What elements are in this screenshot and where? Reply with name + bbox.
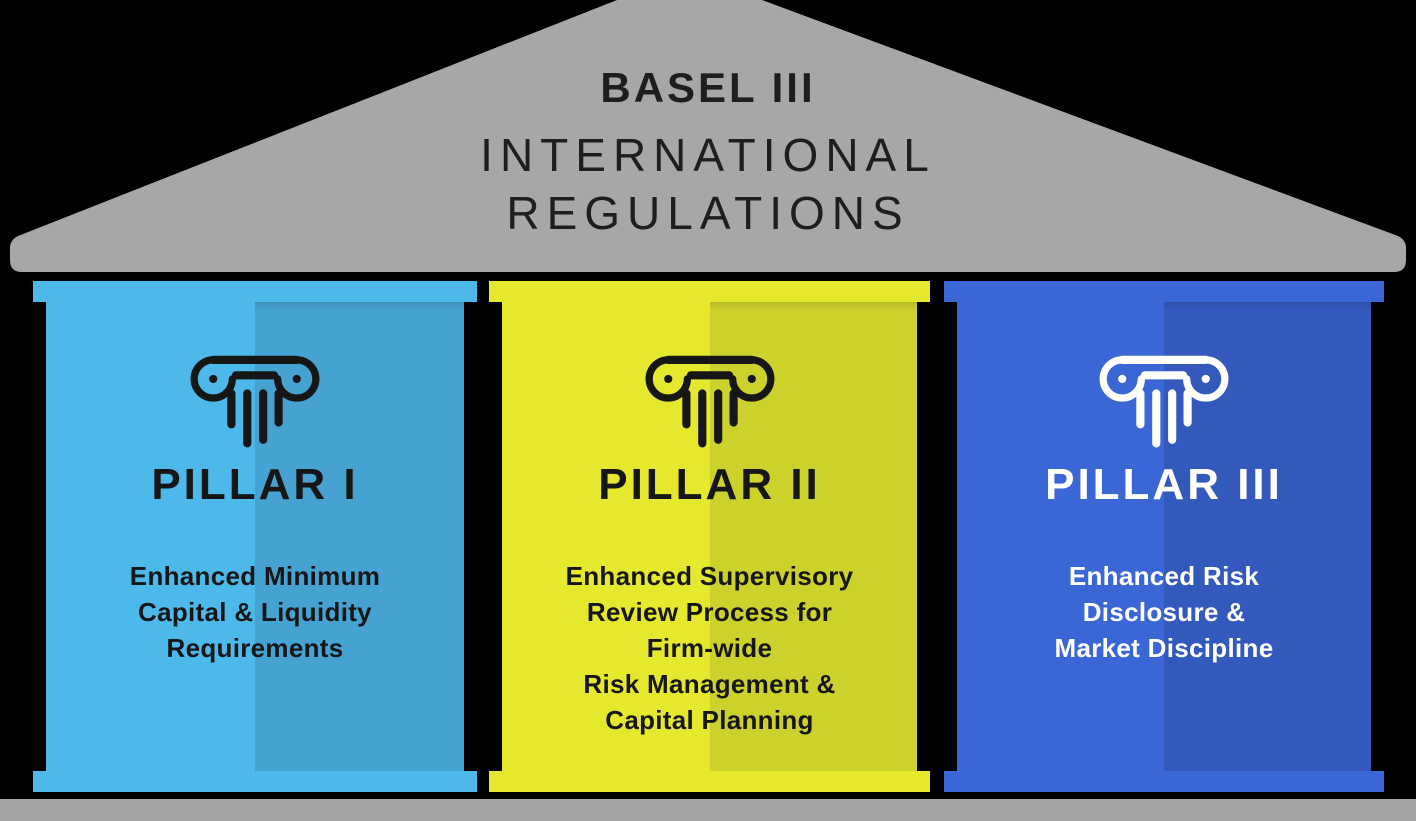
description-line: Disclosure &: [1082, 597, 1246, 627]
pillar-shaft-shade: [709, 302, 917, 771]
subtitle: INTERNATIONAL REGULATIONS: [0, 126, 1416, 242]
pillar-shaft-shade: [1164, 302, 1371, 771]
pillar-description: Enhanced Risk Disclosure & Market Discip…: [1055, 558, 1274, 666]
description-line: Risk Management &: [583, 669, 836, 699]
pillar-shaft: PILLAR III Enhanced Risk Disclosure & Ma…: [957, 302, 1371, 771]
pillar-cap: [944, 281, 1384, 302]
pillar-content: PILLAR III Enhanced Risk Disclosure & Ma…: [957, 302, 1371, 771]
pillar-content: PILLAR I Enhanced Minimum Capital & Liqu…: [46, 302, 464, 771]
pillar-shaft-shade: [255, 302, 464, 771]
subtitle-line: INTERNATIONAL: [480, 129, 936, 181]
pillar-base: [489, 771, 930, 792]
main-title: BASEL III: [600, 64, 816, 111]
description-line: Market Discipline: [1054, 633, 1274, 663]
roof-shape: [10, 0, 1406, 272]
description-line: Capital Planning: [605, 705, 814, 735]
pillar-description: Enhanced Minimum Capital & Liquidity Req…: [130, 558, 380, 666]
pillar-base: [33, 771, 477, 792]
description-line: Enhanced Risk: [1068, 561, 1260, 591]
pillar-title: PILLAR II: [598, 460, 821, 509]
subtitle-line: REGULATIONS: [506, 187, 910, 239]
description-line: Review Process for: [586, 597, 833, 627]
column-icon: [1099, 355, 1229, 448]
pillar-shaft: PILLAR II Enhanced Supervisory Review Pr…: [502, 302, 917, 771]
pillar-shaft: PILLAR I Enhanced Minimum Capital & Liqu…: [46, 302, 464, 771]
pillar-title: PILLAR III: [1045, 460, 1283, 509]
roof-pediment: [10, 0, 1406, 272]
description-line: Enhanced Minimum: [129, 561, 381, 591]
roof-text-block: BASEL III INTERNATIONAL REGULATIONS: [0, 64, 1416, 242]
pillar-2: PILLAR II Enhanced Supervisory Review Pr…: [489, 281, 930, 792]
pillar-cap: [33, 281, 477, 302]
pillar-1: PILLAR I Enhanced Minimum Capital & Liqu…: [33, 281, 477, 792]
column-icon: [645, 355, 774, 448]
description-line: Enhanced Supervisory: [565, 561, 854, 591]
pillar-cap: [489, 281, 930, 302]
description-line: Firm-wide: [646, 633, 773, 663]
column-icon: [190, 355, 320, 448]
description-line: Requirements: [166, 633, 344, 663]
pillar-3: PILLAR III Enhanced Risk Disclosure & Ma…: [944, 281, 1384, 792]
pillar-base: [944, 771, 1384, 792]
pillar-title: PILLAR I: [151, 460, 359, 509]
ground-base: [0, 799, 1416, 821]
description-line: Capital & Liquidity: [138, 597, 372, 627]
pillar-content: PILLAR II Enhanced Supervisory Review Pr…: [502, 302, 917, 771]
pillar-description: Enhanced Supervisory Review Process for …: [566, 558, 854, 738]
